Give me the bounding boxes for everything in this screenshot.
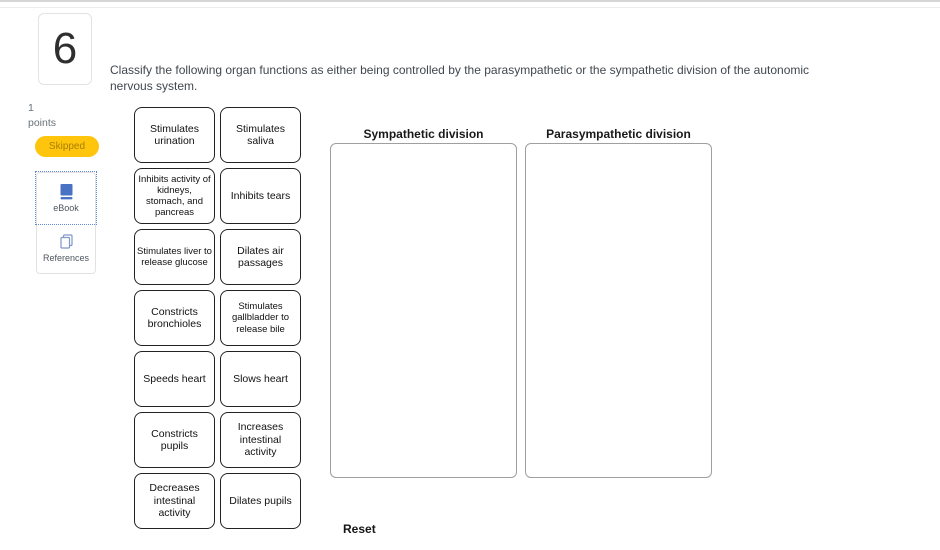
tile-stimulates-saliva[interactable]: Stimulates saliva [220,107,301,163]
answer-tiles-grid: Stimulates urination Stimulates saliva I… [134,107,301,529]
reset-button[interactable]: Reset [339,520,380,538]
tile-inhibits-tears[interactable]: Inhibits tears [220,168,301,224]
top-border-line [0,0,940,2]
dropzone-parasympathetic[interactable] [525,143,712,478]
dropzone-sympathetic[interactable] [330,143,517,478]
ebook-button[interactable]: eBook [35,171,97,225]
tile-constricts-pupils[interactable]: Constricts pupils [134,412,215,468]
question-text: Classify the following organ functions a… [110,63,810,94]
points-label: points [28,117,57,130]
tile-slows-heart[interactable]: Slows heart [220,351,301,407]
question-number: 6 [52,24,78,73]
status-badge: Skipped [35,136,99,157]
tile-decreases-intestinal-activity[interactable]: Decreases intestinal activity [134,473,215,529]
tile-stimulates-urination[interactable]: Stimulates urination [134,107,215,163]
question-number-box: 6 [38,13,92,85]
references-label: References [42,253,90,263]
tile-dilates-pupils[interactable]: Dilates pupils [220,473,301,529]
tile-speeds-heart[interactable]: Speeds heart [134,351,215,407]
pages-icon [59,234,73,249]
dropzone-label-parasympathetic: Parasympathetic division [546,127,691,141]
top-divider-line [0,7,940,8]
points-value: 1 [28,102,34,114]
tile-stimulates-liver-glucose[interactable]: Stimulates liver to release glucose [134,229,215,285]
points-indicator: 1 points [28,101,56,131]
dropzone-label-sympathetic: Sympathetic division [363,127,484,141]
references-button[interactable]: References [37,223,95,273]
tile-inhibits-kidneys-stomach-pancreas[interactable]: Inhibits activity of kidneys, stomach, a… [134,168,215,224]
ebook-label: eBook [53,203,79,213]
book-icon [60,184,72,200]
resources-panel: eBook References [35,171,97,274]
tile-stimulates-gallbladder-bile[interactable]: Stimulates gallbladder to release bile [220,290,301,346]
tile-constricts-bronchioles[interactable]: Constricts bronchioles [134,290,215,346]
tile-dilates-air-passages[interactable]: Dilates air passages [220,229,301,285]
tile-increases-intestinal-activity[interactable]: Increases intestinal activity [220,412,301,468]
